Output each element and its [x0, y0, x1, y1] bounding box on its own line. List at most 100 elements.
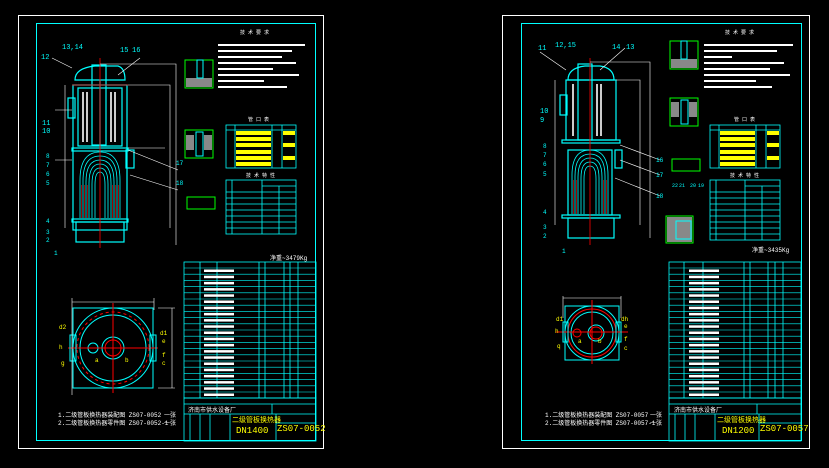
parts-list-row-text: [689, 362, 719, 365]
nozzle-label-c: c: [624, 345, 628, 352]
outer-frame: [18, 15, 324, 449]
parts-list-row-text: [204, 350, 234, 353]
tube-bundle-red: [81, 185, 119, 218]
callout-13: 13: [626, 44, 635, 52]
drawing-number: ZS07-0057: [760, 424, 809, 434]
callout-15: 15: [120, 47, 129, 55]
callout-10: 10: [540, 108, 549, 116]
callout-19: 19: [698, 183, 705, 189]
dimension-lines: [51, 57, 179, 245]
parts-list-row-text: [689, 325, 719, 328]
parts-list-row-text: [204, 294, 234, 297]
outer-frame: [502, 15, 810, 449]
vessel-elevation: [559, 63, 623, 239]
parts-list-row-text: [204, 343, 234, 347]
parts-list-row-text: [689, 331, 719, 334]
parts-list-row-text: [689, 269, 719, 272]
callout-17: 17: [176, 160, 184, 167]
parts-list-row-text: [689, 343, 719, 347]
parts-list-row-text: [204, 300, 234, 303]
nozzle-table-title: 管 口 表: [248, 117, 270, 123]
parts-list-row-text: [689, 306, 719, 310]
callout-6: 6: [46, 171, 50, 178]
parts-list-row-text: [689, 387, 719, 390]
callout-21: 21: [679, 183, 686, 189]
plan-view: [556, 296, 628, 364]
callout-18: 18: [656, 193, 664, 200]
parts-list-row-text: [689, 281, 719, 285]
parts-list-row-text: [204, 331, 234, 334]
nozzle-label-a: a: [578, 338, 582, 345]
reference-1: 1.二级管板换热器装配图 ZS07-0057: [545, 412, 649, 419]
callout-14: 14: [612, 44, 621, 52]
parts-list-row-text: [689, 368, 719, 372]
callout-4: 4: [543, 209, 547, 216]
parts-list-row-text: [689, 275, 719, 279]
callout-22: 22: [672, 183, 679, 189]
parts-list-row-text: [689, 319, 719, 322]
nozzle-table: [225, 124, 297, 169]
callout-16: 16: [656, 157, 664, 164]
callout-2: 2: [543, 233, 547, 240]
reference-2: 2.二级管板换热器零件图 ZS07-0052-1: [58, 420, 169, 427]
notes-title: 技 术 要 求: [725, 30, 755, 36]
callout-6: 6: [543, 161, 547, 168]
callout-13-14: 13,14: [62, 44, 84, 52]
parts-list-row-text: [204, 281, 234, 285]
parts-list-row-text: [204, 374, 234, 378]
title-block: [183, 397, 317, 442]
callout-9: 9: [540, 117, 545, 125]
callout-1: 1: [562, 248, 566, 255]
drawing-sheet-left[interactable]: 13,14 12 15 16 11 10 8 7 6 5 4 3 2 1 17 …: [0, 0, 415, 468]
parts-list-row-text: [689, 288, 719, 291]
parts-list-row-text: [689, 337, 719, 341]
callout-11: 11: [42, 120, 51, 128]
callout-4: 4: [46, 218, 50, 225]
nozzle-label-b: b: [125, 357, 129, 364]
reference-2-qty: 一张: [650, 420, 663, 427]
parts-list-row-text: [204, 337, 234, 341]
title-block: [668, 397, 802, 442]
callout-7: 7: [543, 152, 547, 159]
callout-5: 5: [543, 171, 547, 178]
parts-list-row-text: [204, 325, 234, 328]
callout-12: 12: [41, 54, 50, 62]
title-main: 二级管板换热器: [232, 417, 281, 425]
callout-16: 16: [132, 47, 141, 55]
nozzle-label-e: e: [624, 323, 628, 330]
nozzle-label-f: f: [624, 336, 628, 343]
weight-label: 净重~3435Kg: [752, 247, 790, 254]
parts-list-row-text: [204, 275, 234, 279]
nozzle-table-fill: [236, 131, 295, 166]
reference-1: 1.二级管板换热器装配图 ZS07-0052: [58, 412, 162, 419]
parts-list-row-text: [204, 387, 234, 390]
nozzle-label-e: e: [162, 338, 166, 345]
callout-8: 8: [46, 153, 50, 160]
callout-2: 2: [46, 237, 50, 244]
tech-table-title: 技 术 特 性: [730, 173, 760, 179]
company-name: 济南市供水设备厂: [188, 407, 237, 414]
parts-list-row-text: [204, 393, 234, 396]
parts-list-table: [668, 261, 802, 399]
title-main: 二级管板换热器: [717, 417, 766, 425]
nozzle-label-g: g: [61, 360, 65, 367]
parts-list-row-text: [204, 362, 234, 365]
parts-list-row-text: [689, 312, 719, 316]
callout-11: 11: [538, 45, 547, 53]
nozzle-table-title: 管 口 表: [734, 117, 756, 123]
weight-label: 净重~3479Kg: [270, 255, 308, 262]
parts-list-row-text: [689, 294, 719, 297]
drawing-number: ZS07-0052: [277, 424, 326, 434]
nozzle-label-d1: d1: [556, 316, 564, 323]
vessel-elevation: [67, 64, 135, 243]
parts-list-row-text: [689, 300, 719, 303]
reference-1-qty: 一张: [164, 412, 177, 419]
callout-3: 3: [46, 229, 50, 236]
nozzle-label-a: a: [95, 357, 99, 364]
detail-views: [665, 40, 701, 244]
reference-2-qty: 一张: [164, 420, 177, 427]
parts-list-row-text: [204, 306, 234, 310]
notes-block: [218, 40, 310, 110]
callout-18: 18: [176, 180, 184, 187]
callout-8: 8: [543, 143, 547, 150]
